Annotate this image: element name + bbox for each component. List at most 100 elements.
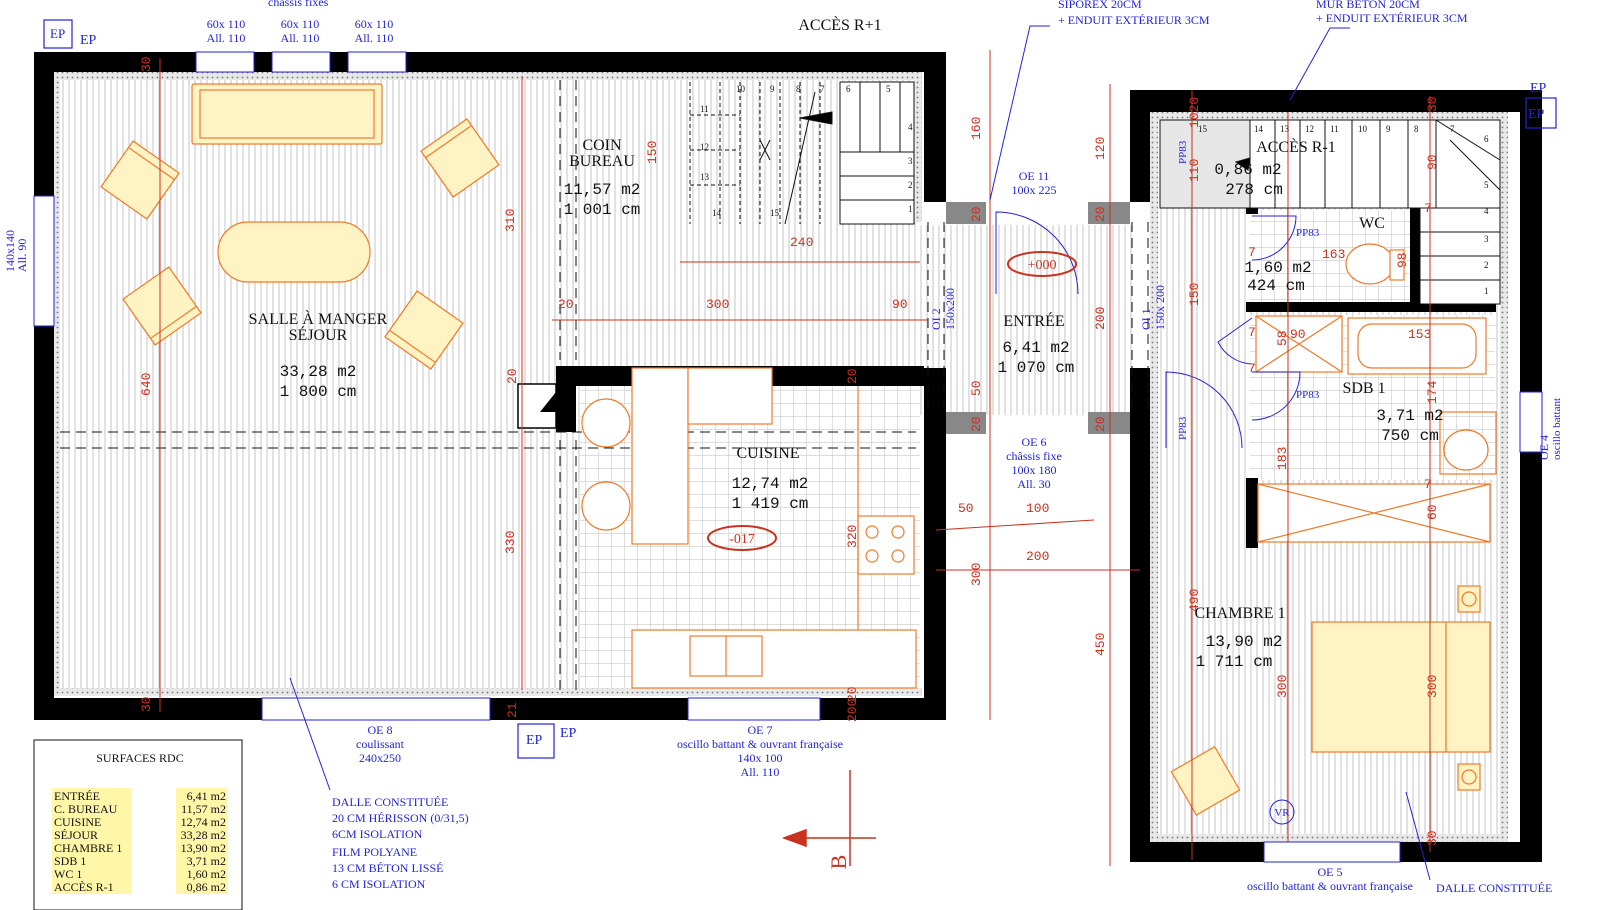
- stair-right-5: 5: [1484, 180, 1489, 190]
- dim-300-b: 300: [969, 563, 984, 586]
- dalle-right-note: DALLE CONSTITUÉE: [1436, 881, 1552, 895]
- stair-main-6: 6: [846, 84, 851, 94]
- section-marker-label: B: [826, 855, 851, 870]
- sdb-area: 3,71 m2: [1376, 407, 1443, 425]
- door-swings: [995, 211, 1301, 449]
- window-1-size: 60x 110: [207, 17, 246, 31]
- ep-label-bottom: EP: [560, 726, 577, 741]
- room-chambre-name: CHAMBRE 1: [1194, 605, 1285, 622]
- window-openings: [33, 51, 1543, 863]
- stair-right-13: 13: [1280, 124, 1290, 134]
- surfaces-row-value: 1,60 m2: [187, 867, 226, 881]
- vr-circle: [1269, 799, 1295, 825]
- oe6-height: All. 30: [1017, 477, 1050, 491]
- stair-right-15: 15: [1198, 124, 1208, 134]
- insulation-band: [52, 72, 1508, 842]
- room-bureau-name-2: BUREAU: [569, 153, 635, 170]
- dim-90-b: 90: [1425, 154, 1440, 170]
- ep-box-label-3: EP: [1528, 107, 1545, 122]
- dim-200-c: 200: [845, 699, 860, 722]
- oe4-label: OE 4: [1537, 435, 1551, 460]
- stair-right-12: 12: [1305, 124, 1314, 134]
- stair-main-11: 11: [700, 104, 709, 114]
- surfaces-row-value: 33,28 m2: [181, 828, 226, 842]
- sejour-perimeter: 1 800 cm: [280, 383, 357, 401]
- room-cuisine-name: CUISINE: [736, 445, 799, 462]
- dim-150: 150: [645, 141, 660, 164]
- dim-20-a: 20: [558, 297, 574, 312]
- surfaces-table-frame: [33, 739, 243, 910]
- staircase-main: [689, 81, 915, 225]
- chassis-fixes-label: châssis fixes: [268, 0, 329, 9]
- mur-beton-note-1: MUR BÉTON 20CM: [1316, 0, 1420, 11]
- dim-120: 120: [1093, 137, 1108, 160]
- fireplace: [517, 383, 557, 429]
- oe8-type: coulissant: [356, 737, 405, 751]
- oe8-size: 240x250: [359, 751, 401, 765]
- stair-right-11: 11: [1330, 124, 1339, 134]
- furniture: [100, 83, 1497, 816]
- dim-200-a: 200: [1093, 307, 1108, 330]
- level-entree: +000: [1028, 258, 1057, 273]
- dalle-line-3: 6CM ISOLATION: [332, 827, 423, 841]
- dim-150-b: 150: [1187, 283, 1202, 306]
- stair-right-6: 6: [1484, 134, 1489, 144]
- ep-label-top-left: EP: [80, 33, 97, 48]
- window-3-height: All. 110: [355, 31, 394, 45]
- ep-box-label-1: EP: [50, 26, 65, 41]
- dim-490: 490: [1187, 589, 1202, 612]
- dim-110: 110: [1187, 159, 1202, 182]
- staircase-right: [1159, 119, 1501, 305]
- leader-lines: [289, 25, 1431, 881]
- entree-area: 6,41 m2: [1002, 339, 1069, 357]
- surfaces-table-title: SURFACES RDC: [96, 751, 183, 765]
- dim-300-c: 300: [1275, 675, 1290, 698]
- dim-330: 330: [503, 531, 518, 554]
- dimension-lines: [159, 50, 1431, 866]
- dim-450: 450: [1093, 633, 1108, 656]
- sejour-area: 33,28 m2: [280, 363, 357, 381]
- room-sdb-name: SDB 1: [1342, 380, 1385, 397]
- dalle-line-2: 20 CM HÉRISSON (0/31,5): [332, 811, 469, 825]
- mur-beton-note-2: + ENDUIT EXTÉRIEUR 3CM: [1316, 11, 1468, 25]
- dim-30-d: 30: [1425, 830, 1440, 846]
- dim-20-c: 20: [845, 368, 860, 384]
- left-window-height: All. 90: [15, 239, 29, 272]
- dim-300-d: 300: [1425, 675, 1440, 698]
- surfaces-row-value: 11,57 m2: [181, 802, 226, 816]
- stair-right-8: 8: [1414, 124, 1419, 134]
- stair-main-7: 7: [820, 84, 825, 94]
- dim-20-h: 20: [845, 686, 860, 702]
- dim-21: 21: [505, 702, 520, 718]
- dim-320: 320: [845, 525, 860, 548]
- surfaces-row-name: CUISINE: [54, 815, 101, 829]
- room-sejour-name-1: SALLE À MANGER: [249, 309, 388, 328]
- oe11-size: 100x 225: [1012, 183, 1057, 197]
- bureau-perimeter: 1 001 cm: [564, 201, 641, 219]
- surfaces-row-value: 12,74 m2: [181, 815, 226, 829]
- pp83-door-2: PP83: [1296, 227, 1320, 239]
- room-wc-name: WC: [1359, 215, 1385, 232]
- dim-90-c: 90: [1290, 327, 1306, 342]
- surfaces-row-name: C. BUREAU: [54, 802, 118, 816]
- dim-90: 90: [892, 297, 908, 312]
- stair-main-3: 3: [908, 156, 913, 166]
- ep-boxes: [43, 19, 1557, 759]
- acces-r1-up-label: ACCÈS R+1: [798, 15, 881, 34]
- dalle-line-4: FILM POLYANE: [332, 845, 417, 859]
- oe5-label: OE 5: [1318, 865, 1343, 879]
- oe5-type: oscillo battant & ouvrant française: [1247, 879, 1413, 893]
- room-sejour-name-2: SÉJOUR: [289, 325, 348, 344]
- room-acces-name: ACCÈS R-1: [1256, 137, 1336, 156]
- oi1-label: OI 1: [1139, 308, 1153, 330]
- dim-1020: 1020: [1187, 97, 1202, 128]
- dim-98: 98: [1395, 252, 1410, 268]
- stair-right-4: 4: [1484, 206, 1489, 216]
- stair-main-4: 4: [908, 122, 913, 132]
- stair-right-9: 9: [1386, 124, 1391, 134]
- siporex-note-2: + ENDUIT EXTÉRIEUR 3CM: [1058, 13, 1210, 27]
- stair-right-14: 14: [1254, 124, 1264, 134]
- oe7-height: All. 110: [741, 765, 780, 779]
- stair-main-15: 15: [770, 208, 780, 218]
- surfaces-row-value: 6,41 m2: [187, 789, 226, 803]
